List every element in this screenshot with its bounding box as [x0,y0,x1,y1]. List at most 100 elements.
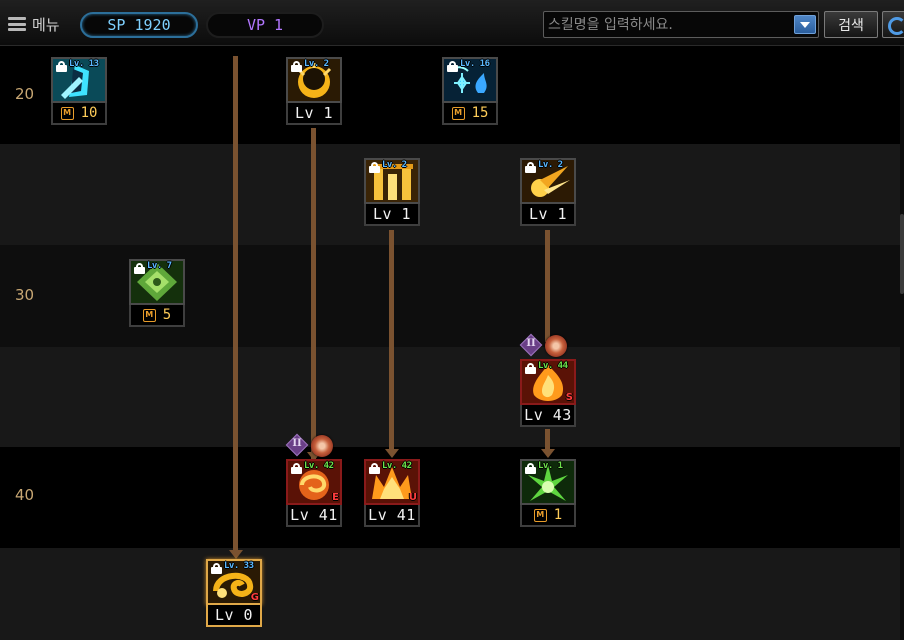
skill-grade-badge: U [408,492,417,503]
lock-icon [134,263,145,274]
skill-slot[interactable]: Lv. 1 M 1 [520,459,576,529]
skill-slot[interactable]: Lv. 44 S Lv 43 [520,359,576,429]
skill-level-box: Lv 1 [364,204,420,226]
awaken-mark: II [285,433,336,459]
skill-connector [389,230,394,452]
row-level-label: 20 [15,85,35,103]
skill-required-level: Lv. 2 [538,160,563,170]
row-level-label: 40 [15,486,35,504]
awaken-tier-label: II [526,338,536,349]
skill-level: Lv 41 [368,506,416,524]
hamburger-icon [8,17,26,31]
skill-level-box: M 5 [129,305,185,327]
skill-slot[interactable]: Lv. 42 E Lv 41 [286,459,342,529]
mastery-icon: M [60,106,74,120]
connector-arrow-icon [385,449,399,458]
skill-level-box: Lv 41 [364,505,420,527]
skill-slot[interactable]: Lv. 16 M 15 [442,57,498,127]
skill-mastery-level: 10 [80,105,98,121]
level-row [0,144,900,245]
skill-level-box: Lv 41 [286,505,342,527]
awaken-tier-label: II [292,438,302,449]
skill-slot-selected[interactable]: Lv. 33 G Lv 0 [206,559,262,629]
skill-level: Lv 1 [372,205,412,223]
skill-icon-frame: Lv. 2 [286,57,342,103]
skill-required-level: Lv. 2 [304,59,329,69]
green-burst-icon [522,461,574,503]
awaken-mark: II [519,333,570,359]
skill-slot[interactable]: Lv. 42 U Lv 41 [364,459,420,529]
skill-mastery-level: 1 [553,507,563,523]
vp-counter: VP 1 [206,12,324,38]
skill-required-level: Lv. 1 [538,461,563,471]
skill-required-level: Lv. 2 [382,160,407,170]
rune-orb-icon [545,335,567,357]
menu-button[interactable]: 메뉴 [8,13,60,35]
skill-level-box: Lv 43 [520,405,576,427]
mastery-icon: M [533,508,547,522]
search-dropdown-button[interactable] [794,15,816,34]
skill-level-box: M 15 [442,103,498,125]
skill-slot[interactable]: Lv. 2 Lv 1 [286,57,342,127]
lock-icon [291,61,302,72]
search-input[interactable] [544,12,789,37]
skill-grade-badge: E [332,492,339,503]
skill-level-box: Lv 0 [206,605,262,627]
skill-connector [233,56,238,552]
skill-icon-frame: Lv. 42 U [364,459,420,505]
skill-required-level: Lv. 33 [224,561,254,571]
scrollbar-thumb[interactable] [900,214,904,294]
mastery-icon: M [451,106,465,120]
rune-orb-icon [311,435,333,457]
skill-level-box: M 1 [520,505,576,527]
search-button[interactable]: 검색 [824,11,878,38]
lock-icon [525,363,536,374]
lock-icon [369,162,380,173]
skill-level-box: Lv 1 [520,204,576,226]
skill-icon-frame: Lv. 7 [129,259,185,305]
lock-icon [211,563,222,574]
skill-grade-badge: G [250,592,259,603]
skill-required-level: Lv. 44 [538,361,568,371]
skill-slot[interactable]: Lv. 13 M 10 [51,57,107,127]
skill-level-box: M 10 [51,103,107,125]
skill-level: Lv 41 [290,506,338,524]
skill-grade-badge: S [565,392,573,403]
level-row [0,548,900,640]
skill-connector [311,128,316,463]
skill-required-level: Lv. 7 [147,261,172,271]
skill-level: Lv 0 [214,606,254,624]
skill-level: Lv 1 [294,104,334,122]
skill-level: Lv 43 [524,406,572,424]
skill-mastery-level: 5 [162,307,172,323]
refresh-button[interactable] [882,11,904,38]
connector-arrow-icon [307,452,321,461]
level-row [0,347,900,447]
skill-icon-frame: Lv. 33 G [206,559,262,605]
skill-slot[interactable]: Lv. 7 M 5 [129,259,185,329]
skill-mastery-level: 15 [471,105,489,121]
skill-icon-frame: Lv. 44 S [520,359,576,405]
skill-icon-frame: Lv. 2 [520,158,576,204]
search-box [543,11,819,38]
scrollbar[interactable] [900,46,904,640]
skill-icon-frame: Lv. 2 [364,158,420,204]
lock-icon [525,162,536,173]
connector-arrow-icon [541,449,555,458]
menu-label: 메뉴 [32,15,60,34]
skill-slot[interactable]: Lv. 2 Lv 1 [364,158,420,228]
skill-connector [545,230,550,342]
lock-icon [525,463,536,474]
lock-icon [447,61,458,72]
skill-slot[interactable]: Lv. 2 Lv 1 [520,158,576,228]
mastery-icon: M [142,308,156,322]
sp-counter: SP 1920 [80,12,198,38]
skill-connector [545,429,550,452]
lock-icon [369,463,380,474]
flame-crown-icon [366,461,418,503]
skill-level: Lv 1 [528,205,568,223]
lock-icon [56,61,67,72]
row-level-label: 30 [15,286,35,304]
lock-icon [291,463,302,474]
level-row: 40 [0,447,900,548]
